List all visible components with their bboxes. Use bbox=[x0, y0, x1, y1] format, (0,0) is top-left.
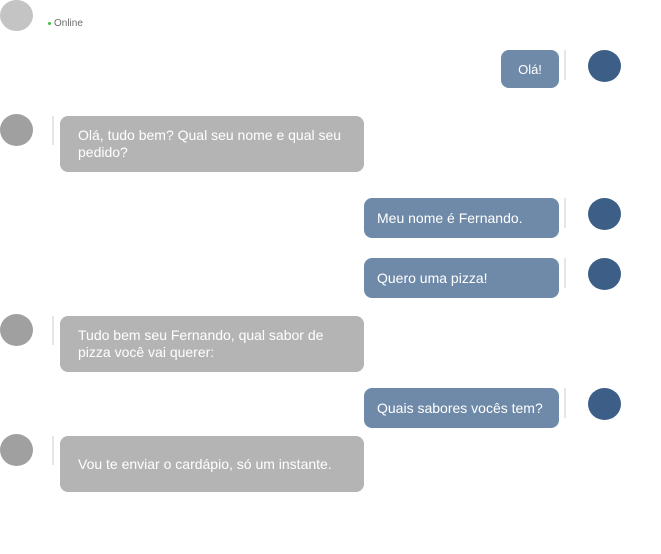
message-text: Quais sabores vocês tem? bbox=[377, 399, 543, 416]
message-text: Tudo bem seu Fernando, qual sabor de piz… bbox=[78, 327, 324, 360]
bot-message-bubble: Vou te enviar o cardápio, só um instante… bbox=[60, 436, 364, 492]
message-divider bbox=[52, 436, 54, 465]
bot-avatar bbox=[0, 114, 33, 146]
message-text: Vou te enviar o cardápio, só um instante… bbox=[78, 455, 332, 472]
online-dot-icon bbox=[48, 22, 51, 25]
user-avatar bbox=[588, 198, 621, 230]
message-divider bbox=[52, 116, 54, 145]
user-avatar bbox=[588, 50, 621, 82]
user-avatar bbox=[588, 388, 621, 420]
message-divider bbox=[52, 316, 54, 345]
message-divider bbox=[564, 258, 566, 288]
message-text: Quero uma pizza! bbox=[377, 269, 488, 286]
bot-avatar bbox=[0, 434, 33, 466]
bot-message-bubble: Tudo bem seu Fernando, qual sabor de piz… bbox=[60, 316, 364, 372]
message-text: Olá, tudo bem? Qual seu nome e qual seu … bbox=[78, 127, 342, 160]
user-message-bubble: Meu nome é Fernando. bbox=[364, 198, 559, 238]
bot-message-bubble: Olá, tudo bem? Qual seu nome e qual seu … bbox=[60, 116, 364, 172]
user-message-bubble: Quais sabores vocês tem? bbox=[364, 388, 559, 428]
contact-avatar[interactable] bbox=[0, 0, 33, 31]
message-divider bbox=[564, 388, 566, 418]
bot-avatar bbox=[0, 314, 33, 346]
user-message-bubble: Olá! bbox=[501, 50, 559, 88]
message-divider bbox=[564, 50, 566, 80]
message-text: Meu nome é Fernando. bbox=[377, 209, 523, 226]
message-text: Olá! bbox=[518, 61, 542, 77]
status-label: Online bbox=[54, 18, 83, 29]
user-message-bubble: Quero uma pizza! bbox=[364, 258, 559, 298]
user-avatar bbox=[588, 258, 621, 290]
message-divider bbox=[564, 198, 566, 228]
status-indicator: Online bbox=[48, 18, 83, 29]
